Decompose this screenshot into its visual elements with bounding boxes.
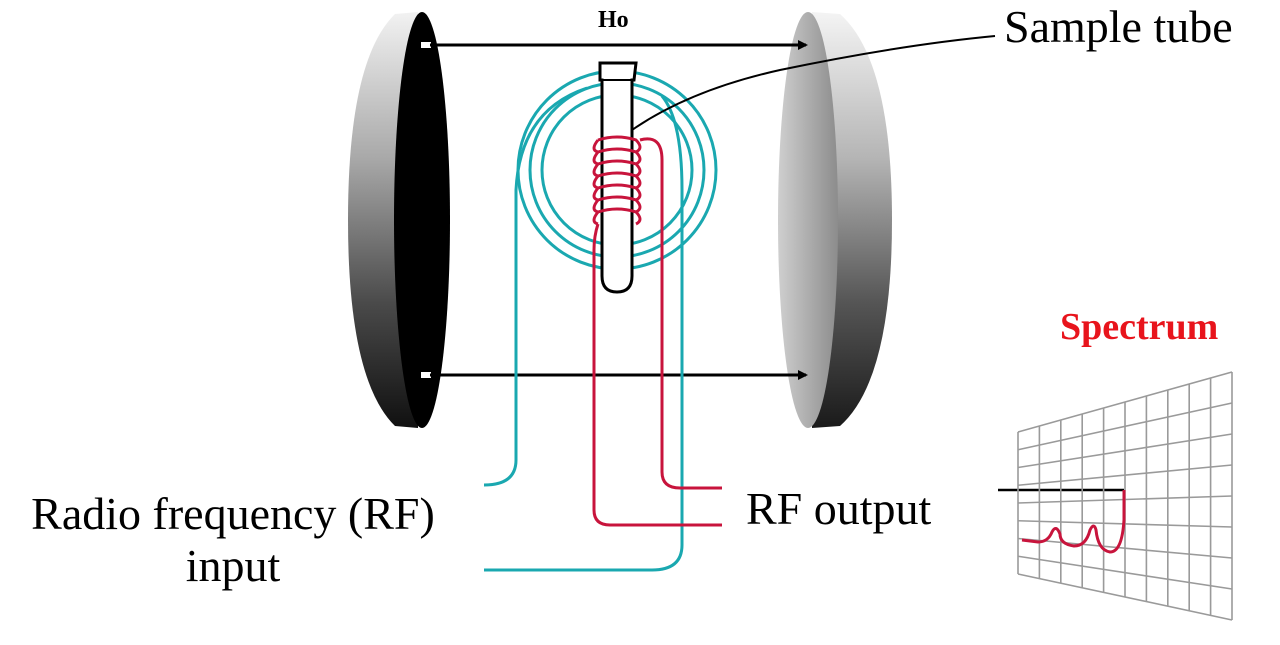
rf-input-label: Radio frequency (RF) input [0,488,466,592]
sample-tube-label: Sample tube [1004,1,1233,52]
spectrum-label: Spectrum [1060,306,1219,348]
sweep-coil-lead-out [484,95,684,572]
right-magnet-pole [778,12,892,428]
magnetic-field-arrows [421,40,808,380]
rf-coil-lead-b [639,137,722,490]
sample-tube-leader-line [631,35,996,131]
sample-tube [598,61,638,294]
spectrum-grid-horizontal-line [1017,555,1233,590]
spectrum-grid-horizontal-line [1017,371,1233,433]
sweep-coil [483,69,718,572]
sweep-coil-lead-in [483,86,588,487]
spectrum-grid-horizontal-line [1017,464,1233,487]
spectrum-grid-horizontal-line [1017,573,1233,621]
spectrum-grid-horizontal-line [1017,433,1233,469]
magnetic-field-label: Ho [598,7,629,33]
spectrum-grid-horizontal-line [1017,402,1233,451]
rf-input-label-line2: input [185,540,281,591]
spectrum-grid [1017,371,1233,621]
spectrum-grid-horizontal-line [1017,537,1233,559]
spectrum-trace [1021,490,1126,554]
rf-input-label-line1: Radio frequency (RF) [31,488,435,539]
rf-coil [592,135,722,527]
left-magnet-pole [348,12,450,428]
rf-output-label: RF output [746,483,932,534]
rf-coil-lead-a [592,223,722,527]
